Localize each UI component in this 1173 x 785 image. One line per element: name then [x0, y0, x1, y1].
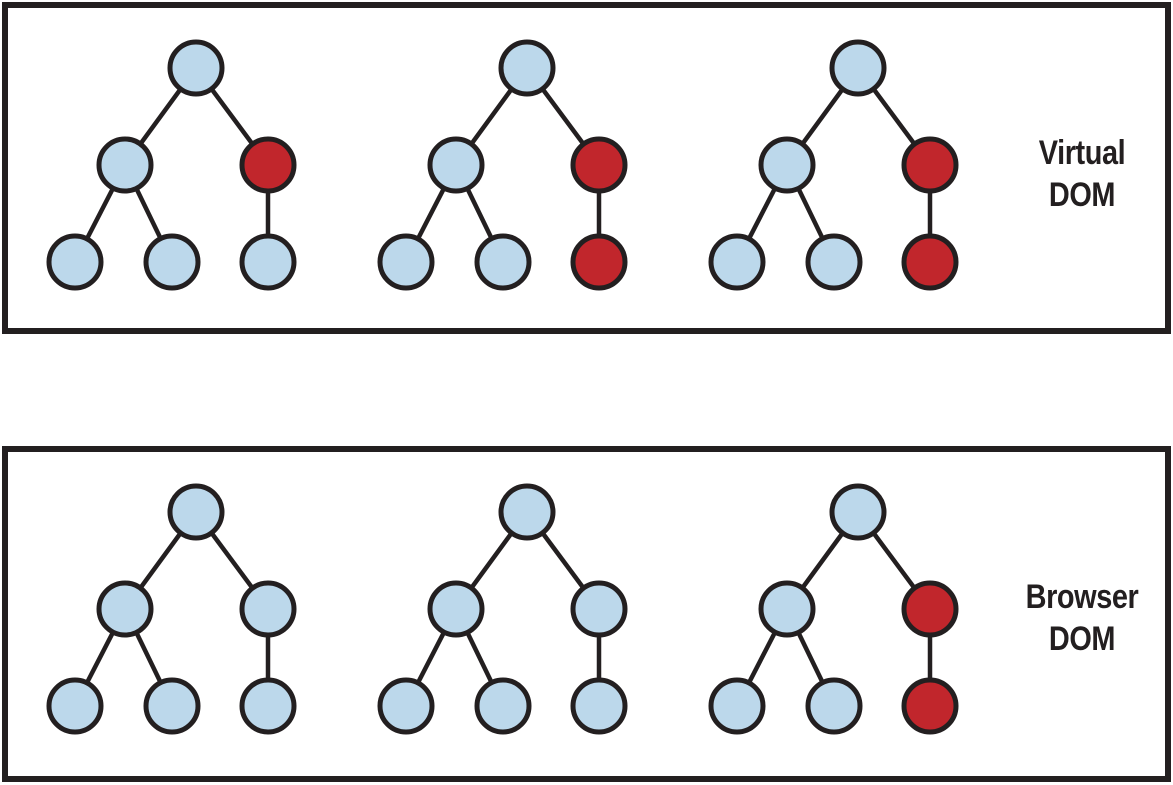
tree-node-left-blue [427, 580, 485, 638]
tree-node-right_child-red [901, 677, 959, 735]
tree-node-root-blue [498, 483, 556, 541]
tree-node-right_child-red [570, 233, 628, 291]
tree-node-root-blue [829, 483, 887, 541]
browser-dom-trees [46, 483, 959, 735]
tree-node-left-blue [427, 136, 485, 194]
tree-node-root-blue [829, 39, 887, 97]
tree-node-right_child-blue [239, 233, 297, 291]
tree-node-left_left-blue [377, 677, 435, 735]
tree-node-right_child-red [901, 233, 959, 291]
tree-node-right-red [901, 136, 959, 194]
tree-node-root-blue [498, 39, 556, 97]
tree-node-left_right-blue [805, 677, 863, 735]
browser-dom-tree-1 [46, 483, 297, 735]
tree-node-root-blue [167, 483, 225, 541]
virtual-dom-tree-2 [377, 39, 628, 291]
tree-node-left-blue [96, 580, 154, 638]
tree-node-right-red [570, 136, 628, 194]
virtual-dom-label: Virtual DOM [1014, 132, 1150, 216]
tree-node-left_right-blue [474, 233, 532, 291]
tree-node-right-blue [570, 580, 628, 638]
tree-node-left-blue [96, 136, 154, 194]
tree-node-left_left-blue [708, 677, 766, 735]
tree-node-left_left-blue [377, 233, 435, 291]
tree-node-left_right-blue [143, 677, 201, 735]
tree-node-right-red [901, 580, 959, 638]
tree-node-left_left-blue [46, 233, 104, 291]
tree-node-right_child-blue [570, 677, 628, 735]
browser-dom-label: Browser DOM [1014, 576, 1150, 660]
tree-node-left-blue [758, 580, 816, 638]
virtual-dom-label-line2: DOM [1048, 176, 1116, 214]
tree-node-left_right-blue [143, 233, 201, 291]
virtual-dom-label-line1: Virtual [1038, 134, 1126, 172]
tree-node-root-blue [167, 39, 225, 97]
tree-node-left_left-blue [46, 677, 104, 735]
browser-dom-panel: Browser DOM [2, 446, 1171, 782]
browser-dom-label-line2: DOM [1048, 620, 1116, 658]
browser-dom-label-line1: Browser [1025, 578, 1139, 616]
browser-dom-tree-3 [708, 483, 959, 735]
tree-node-left_left-blue [708, 233, 766, 291]
tree-node-left-blue [758, 136, 816, 194]
virtual-dom-panel: Virtual DOM [2, 2, 1171, 334]
tree-node-left_right-blue [474, 677, 532, 735]
tree-node-right_child-blue [239, 677, 297, 735]
tree-node-right-red [239, 136, 297, 194]
virtual-dom-trees [46, 39, 959, 291]
tree-node-left_right-blue [805, 233, 863, 291]
tree-node-right-blue [239, 580, 297, 638]
browser-dom-tree-2 [377, 483, 628, 735]
virtual-dom-tree-1 [46, 39, 297, 291]
virtual-dom-tree-3 [708, 39, 959, 291]
flow-row: State Change Compute Diff Re-render [0, 334, 1173, 747]
